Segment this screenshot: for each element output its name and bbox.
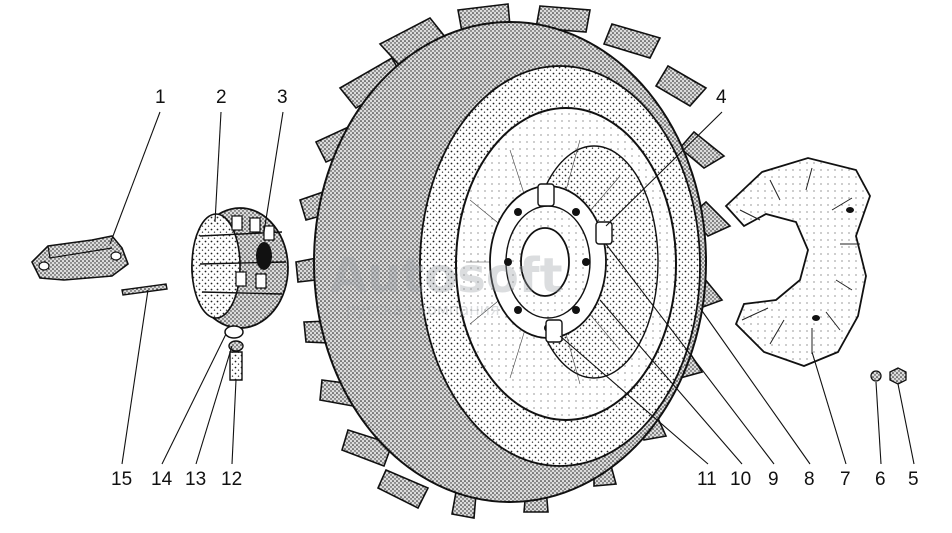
callout-12: 12 bbox=[221, 469, 243, 490]
leader-12 bbox=[231, 379, 237, 465]
leader-10 bbox=[599, 299, 743, 465]
part-wheel-tyre bbox=[295, 3, 732, 519]
callout-4: 4 bbox=[716, 87, 727, 108]
callout-13: 13 bbox=[185, 469, 207, 490]
callout-7: 7 bbox=[840, 469, 851, 490]
part-12-13-14-fasteners bbox=[224, 325, 244, 381]
leader-15 bbox=[121, 289, 149, 465]
leader-5 bbox=[897, 383, 915, 465]
leader-14 bbox=[161, 333, 227, 465]
part-1-bracket bbox=[31, 235, 129, 281]
callout-5: 5 bbox=[908, 469, 919, 490]
leader-1 bbox=[109, 111, 161, 245]
leader-11 bbox=[559, 335, 709, 465]
part-5-6-nut-washer bbox=[870, 367, 907, 385]
part-7-shield bbox=[724, 157, 871, 367]
callout-11: 11 bbox=[697, 469, 717, 490]
leader-8 bbox=[699, 307, 811, 465]
callout-6: 6 bbox=[875, 469, 886, 490]
callout-3: 3 bbox=[277, 87, 288, 108]
callout-8: 8 bbox=[804, 469, 815, 490]
callout-14: 14 bbox=[151, 469, 173, 490]
leader-lines bbox=[109, 111, 915, 465]
part-2-3-hub-cage bbox=[191, 207, 289, 329]
callout-10: 10 bbox=[730, 469, 752, 490]
leader-3 bbox=[263, 111, 284, 233]
leader-9 bbox=[605, 243, 775, 465]
callout-2: 2 bbox=[216, 87, 227, 108]
part-15-pin bbox=[121, 283, 168, 296]
leader-4 bbox=[605, 111, 723, 227]
callout-9: 9 bbox=[768, 469, 779, 490]
leader-2 bbox=[214, 111, 222, 223]
callout-15: 15 bbox=[111, 469, 133, 490]
callout-1: 1 bbox=[155, 87, 166, 108]
leader-6 bbox=[875, 381, 882, 465]
leader-7 bbox=[811, 351, 847, 465]
leader-13 bbox=[195, 345, 233, 465]
